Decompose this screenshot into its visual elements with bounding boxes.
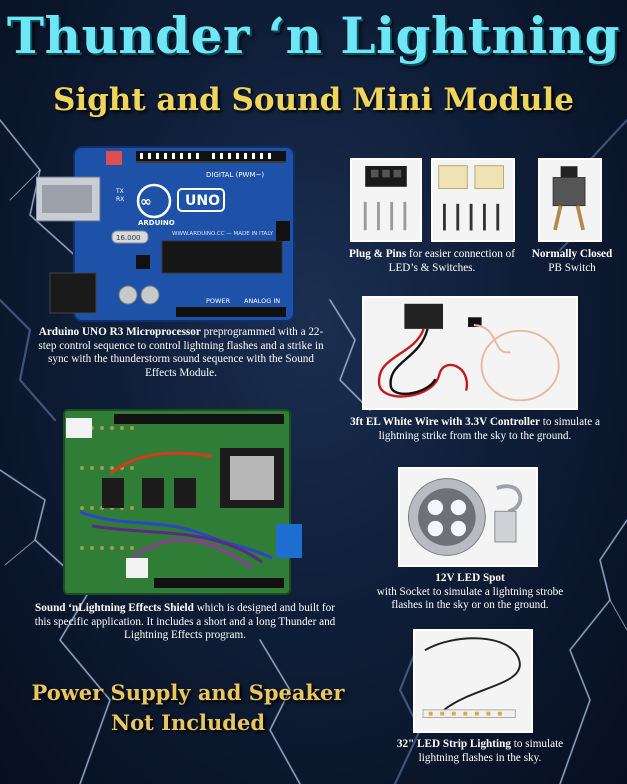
board-label-power: POWER xyxy=(206,297,231,305)
led-strip-caption-title: 32" LED Strip Lighting xyxy=(396,738,511,750)
shield-caption-title: Sound ‘nLightning Effects Shield xyxy=(35,602,194,614)
pb-switch-photo xyxy=(538,158,602,242)
el-wire-caption: 3ft EL White Wire with 3.3V Controller t… xyxy=(330,416,620,443)
board-label-website: WWW.ARDUINO.CC — MADE IN ITALY xyxy=(172,231,274,237)
effects-shield-photo xyxy=(63,409,302,595)
plugs-caption-title: Plug & Pins xyxy=(349,248,407,260)
led-spot-caption-title: 12V LED Spot xyxy=(435,572,505,584)
plug-pins-photo-1 xyxy=(350,158,422,242)
led-strip-photo xyxy=(413,629,533,733)
led-strip-caption: 32" LED Strip Lighting to simulate light… xyxy=(380,738,580,765)
not-included-line-1: Power Supply and Speaker xyxy=(31,680,345,705)
led-spot-photo xyxy=(398,467,538,567)
shield-caption: Sound ‘nLightning Effects Shield which i… xyxy=(30,602,340,643)
led-spot-icon xyxy=(408,478,523,556)
board-label-uno: UNO xyxy=(185,193,220,209)
board-label-rx: RX xyxy=(116,196,124,203)
board-label-brand: ARDUINO xyxy=(138,219,175,227)
plug-pins-photo-2 xyxy=(431,158,515,242)
switch-caption-title: Normally Closed xyxy=(531,248,613,260)
page-subtitle: Sight and Sound Mini Module xyxy=(52,82,575,118)
shield-caption-text: which is designed and built for this spe… xyxy=(34,602,336,641)
arduino-caption-title: Arduino UNO R3 Microprocessor xyxy=(38,326,201,338)
svg-text:∞: ∞ xyxy=(140,194,152,210)
arduino-caption: Arduino UNO R3 Microprocessor preprogram… xyxy=(36,326,326,380)
board-label-tx: TX xyxy=(115,188,124,195)
el-wire-caption-text: to simulate a lightning strike from the … xyxy=(378,416,600,442)
led-strip-caption-text: to simulate lightning flashes in the sky… xyxy=(418,738,564,764)
arduino-uno-board-photo: DIGITAL (PWM~) ∞ UNO ARDUINO TX RX 16.00… xyxy=(36,146,295,322)
board-label-digital: DIGITAL (PWM~) xyxy=(206,171,264,179)
not-included-line-2: Not Included xyxy=(110,710,266,735)
plugs-caption: Plug & Pins for easier connection of LED… xyxy=(344,248,520,275)
jst-connector-icon xyxy=(438,165,504,231)
board-label-crystal: 16.000 xyxy=(116,234,141,242)
push-button-icon xyxy=(552,166,586,231)
switch-caption-text: PB Switch xyxy=(548,261,596,274)
el-wire-icon xyxy=(378,303,560,402)
led-strip-icon xyxy=(422,637,521,719)
el-wire-photo xyxy=(362,296,578,410)
el-wire-caption-title: 3ft EL White Wire with 3.3V Controller xyxy=(350,416,540,428)
led-spot-caption-text: with Socket to simulate a lightning stro… xyxy=(376,585,564,612)
arduino-caption-text: preprogrammed with a 22-step control seq… xyxy=(38,326,324,379)
not-included-notice: Power Supply and Speaker Not Included xyxy=(28,678,348,738)
plugs-caption-text: for easier connection of LED’s & Switche… xyxy=(388,248,515,274)
connector-housing-icon xyxy=(363,166,407,231)
page-title: Thunder ‘n Lightning xyxy=(6,6,621,65)
board-label-analog: ANALOG IN xyxy=(244,297,280,305)
